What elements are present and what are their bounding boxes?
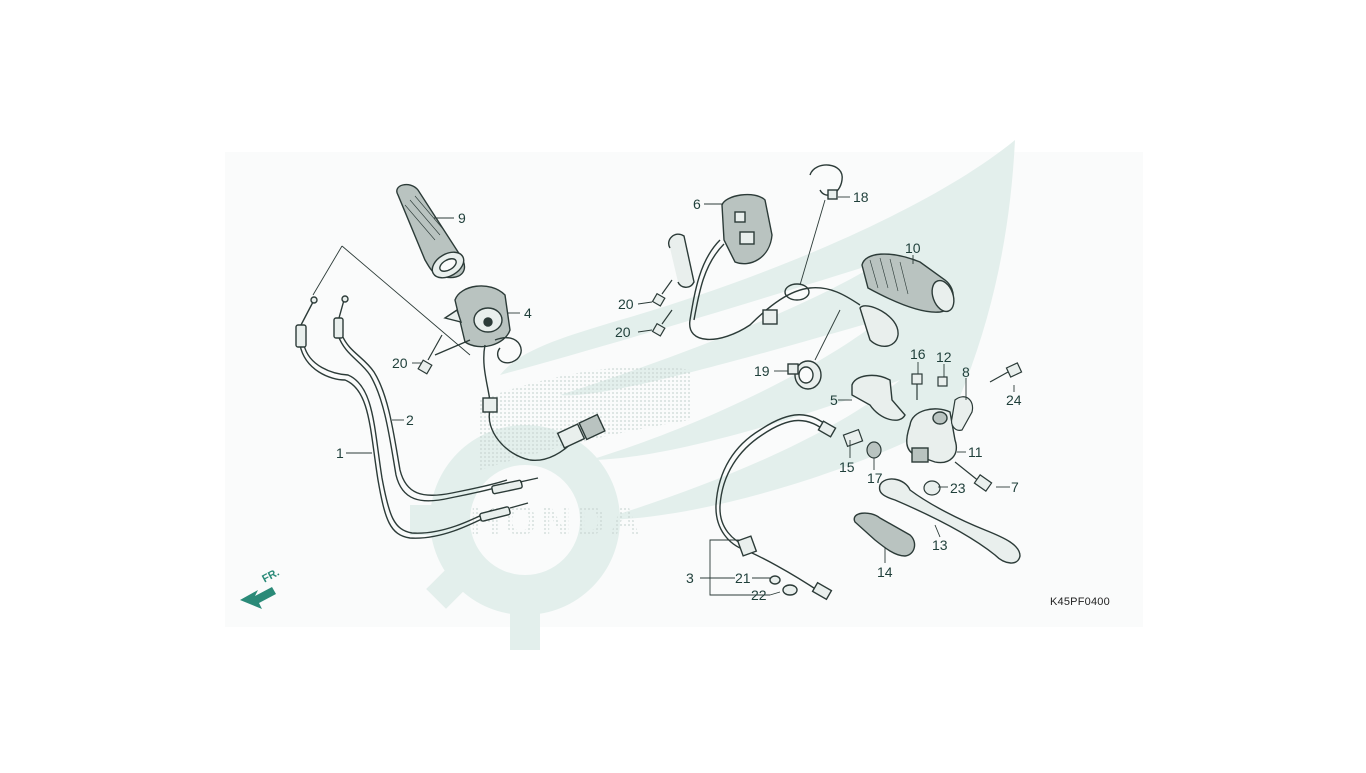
lever-holder [906,408,957,464]
clutch-cable [715,414,837,601]
honda-wing-watermark [410,140,1015,650]
callout-6: 6 [693,196,701,212]
callout-20-left: 20 [392,355,408,371]
cable-adjuster [842,428,882,459]
callout-21: 21 [735,570,751,586]
callout-17: 17 [867,470,883,486]
cable-leader-lines [312,245,471,356]
bolt-left [417,334,443,375]
callout-3: 3 [686,570,694,586]
front-direction-arrow-icon [240,587,276,609]
callout-20-upper: 20 [618,296,634,312]
callout-16: 16 [910,346,926,362]
callout-20-lower: 20 [615,324,631,340]
callout-5: 5 [830,392,838,408]
clutch-lever [878,478,1021,564]
callout-9: 9 [458,210,466,226]
watermark-wordmark: HONDA [470,497,644,544]
callout-12: 12 [936,349,952,365]
clutch-cable-leader [700,539,781,596]
callout-24: 24 [1006,392,1022,408]
callout-13: 13 [932,537,948,553]
diagram-code: K45PF0400 [1050,596,1110,608]
callout-23: 23 [950,480,966,496]
lever-cover [851,374,906,421]
callout-8: 8 [962,364,970,380]
callout-11: 11 [968,444,983,460]
lever-holder-hardware [911,362,1023,431]
pivot-hardware [923,461,993,496]
callout-7: 7 [1011,479,1019,495]
callout-leaders [346,196,1015,563]
left-grip [396,183,465,279]
honda-dotted-watermark: HONDA [470,366,690,544]
throttle-grip [859,253,955,347]
right-switch-housing [668,193,861,341]
callout-4: 4 [524,305,532,321]
wire-clamp-bottom [787,309,841,390]
callout-14: 14 [877,564,893,580]
bolts-center [651,279,673,337]
callout-22: 22 [751,587,767,603]
lever-boot [853,512,916,557]
throttle-cable-2 [333,295,539,522]
left-switch-housing [434,285,606,462]
callout-2: 2 [406,412,414,428]
callout-19: 19 [754,363,770,379]
wire-clamp-top [799,164,843,286]
callout-10: 10 [905,240,921,256]
callout-18: 18 [853,189,869,205]
callout-15: 15 [839,459,855,475]
throttle-cable-1 [295,296,493,539]
callout-1: 1 [336,445,344,461]
